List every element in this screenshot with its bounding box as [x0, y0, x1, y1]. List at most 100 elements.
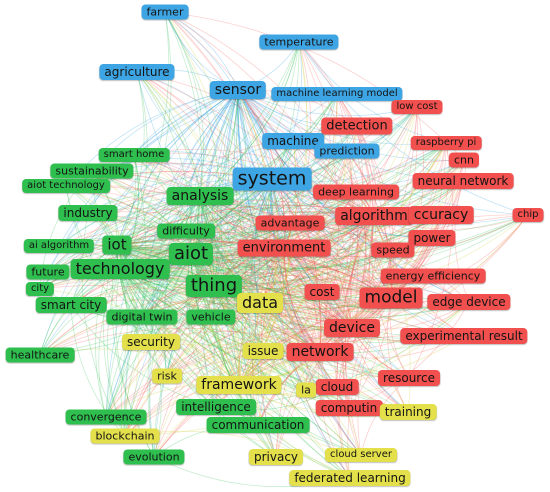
edge-thing-farmer — [164, 11, 221, 287]
node-cloud[interactable]: cloud — [315, 379, 359, 395]
edge-chip-data — [259, 214, 529, 304]
node-network[interactable]: network — [286, 343, 354, 361]
edge-algorithm-blockchain — [124, 215, 375, 437]
node-privacy[interactable]: privacy — [248, 449, 304, 465]
edge-thing-low-cost — [213, 106, 418, 287]
node-training[interactable]: training — [379, 404, 437, 420]
node-temperature[interactable]: temperature — [259, 34, 339, 50]
node-analysis[interactable]: analysis — [166, 187, 234, 205]
node-resource[interactable]: resource — [378, 370, 440, 386]
edge-data-raspberry-pi — [259, 142, 447, 304]
node-iot[interactable]: iot — [102, 235, 132, 255]
node-la[interactable]: la — [296, 382, 316, 398]
edge-analysis-power — [199, 195, 433, 244]
edge-device-iot — [116, 244, 353, 329]
node-risk[interactable]: risk — [152, 368, 182, 384]
node-data[interactable]: data — [236, 293, 284, 313]
node-model[interactable]: model — [359, 287, 423, 309]
node-detection[interactable]: detection — [321, 117, 393, 135]
node-intelligence[interactable]: intelligence — [176, 399, 256, 415]
edge-model-digital-twin — [141, 283, 392, 318]
edge-model-smart-home — [133, 154, 392, 299]
node-edge-device[interactable]: edge device — [427, 294, 511, 310]
edge-power-raspberry-pi — [431, 142, 450, 239]
node-communication[interactable]: communication — [206, 417, 310, 433]
edge-analysis-digital-twin — [141, 195, 201, 318]
node-cost[interactable]: cost — [304, 284, 340, 300]
edge-system-healthcare — [39, 178, 273, 356]
node-federated-learning[interactable]: federated learning — [289, 470, 411, 486]
node-blockchain[interactable]: blockchain — [90, 428, 160, 444]
node-prediction[interactable]: prediction — [314, 143, 380, 159]
edge-system-temperature — [271, 41, 302, 180]
node-system[interactable]: system — [232, 167, 312, 191]
edge-framework-agriculture — [136, 71, 240, 386]
node-cloud-server[interactable]: cloud server — [325, 448, 397, 462]
edge-framework-aiot-technology — [65, 185, 240, 386]
edge-technology-machine-learning-model — [119, 93, 338, 270]
node-speed[interactable]: speed — [371, 242, 415, 258]
node-machine-learning-model[interactable]: machine learning model — [271, 87, 403, 101]
node-smart-home[interactable]: smart home — [98, 148, 170, 162]
edge-network-sensor — [237, 89, 321, 353]
node-digital-twin[interactable]: digital twin — [106, 309, 178, 325]
node-advantage[interactable]: advantage — [255, 215, 325, 231]
node-sensor[interactable]: sensor — [209, 81, 267, 99]
node-aiot-technology[interactable]: aiot technology — [22, 179, 110, 193]
node-issue[interactable]: issue — [242, 343, 284, 359]
node-framework[interactable]: framework — [196, 376, 282, 394]
node-security[interactable]: security — [122, 334, 180, 350]
edge-analysis-network — [199, 195, 321, 353]
node-deep-learning[interactable]: deep learning — [313, 184, 399, 200]
node-smart-city[interactable]: smart city — [35, 297, 107, 313]
node-city[interactable]: city — [25, 282, 55, 296]
node-power[interactable]: power — [408, 230, 456, 246]
edge-analysis-sensor — [199, 89, 239, 197]
node-raspberry-pi[interactable]: raspberry pi — [410, 136, 482, 150]
node-sustainability[interactable]: sustainability — [50, 163, 134, 179]
node-vehicle[interactable]: vehicle — [186, 309, 236, 325]
edge-data-sustainability — [91, 170, 261, 304]
edge-algorithm-device — [349, 215, 375, 329]
node-future[interactable]: future — [26, 264, 70, 280]
edge-data-sensor — [237, 89, 271, 304]
edge-aiot-technology-digital-twin — [65, 185, 143, 318]
node-agriculture[interactable]: agriculture — [99, 64, 175, 80]
edge-aiot-chip — [190, 214, 529, 269]
node-algorithm[interactable]: algorithm — [335, 207, 413, 225]
node-machine[interactable]: machine — [262, 133, 324, 149]
edge-iot-farmer — [116, 11, 170, 246]
node-environment[interactable]: environment — [237, 239, 331, 257]
node-ai-algorithm[interactable]: ai algorithm — [23, 239, 95, 253]
node-computing[interactable]: computin — [315, 400, 383, 416]
edge-model-privacy — [275, 297, 392, 458]
edge-environment-la — [279, 247, 307, 391]
node-device[interactable]: device — [324, 319, 380, 337]
node-accuracy[interactable]: ccuracy — [408, 206, 474, 224]
node-cnn[interactable]: cnn — [449, 152, 479, 168]
node-experimental-result[interactable]: experimental result — [400, 328, 528, 344]
node-healthcare[interactable]: healthcare — [5, 347, 75, 363]
edge-system-network — [270, 178, 321, 353]
edge-model-industry — [87, 211, 392, 299]
edge-analysis-neural-network — [199, 180, 464, 214]
node-energy-efficiency[interactable]: energy efficiency — [380, 268, 486, 284]
node-farmer[interactable]: farmer — [141, 4, 189, 20]
node-industry[interactable]: industry — [58, 205, 118, 221]
edge-system-convergence — [105, 178, 273, 418]
node-technology[interactable]: technology — [70, 259, 170, 279]
node-low-cost[interactable]: low cost — [391, 100, 443, 114]
node-chip[interactable]: chip — [512, 208, 544, 222]
node-neural-network[interactable]: neural network — [412, 173, 514, 189]
edge-system-la — [265, 178, 307, 391]
node-difficulty[interactable]: difficulty — [157, 223, 215, 239]
node-thing[interactable]: thing — [185, 275, 243, 297]
edge-sensor-blockchain — [124, 89, 239, 437]
node-convergence[interactable]: convergence — [65, 409, 147, 425]
edge-technology-farmer — [119, 11, 172, 270]
edge-aiot-issue — [190, 253, 264, 352]
node-aiot[interactable]: aiot — [168, 243, 214, 265]
node-evolution[interactable]: evolution — [123, 449, 185, 465]
edge-analysis-resource — [199, 195, 410, 379]
edge-thing-neural-network — [213, 180, 464, 287]
